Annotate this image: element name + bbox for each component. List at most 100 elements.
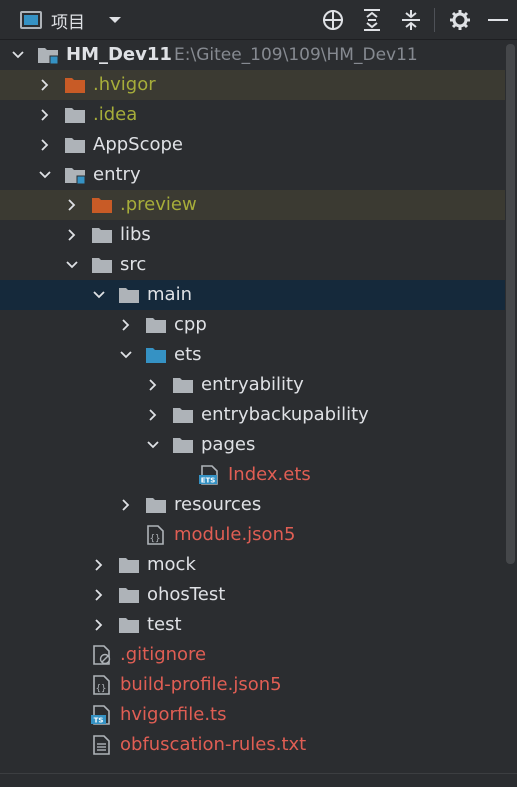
folder-icon xyxy=(145,495,167,515)
chevron-right-icon[interactable] xyxy=(37,107,53,123)
tree-item-label: src xyxy=(120,254,147,275)
toolbar-separator xyxy=(434,0,435,40)
tree-row[interactable]: libs xyxy=(0,220,505,250)
tree-row[interactable]: .hvigor xyxy=(0,70,505,100)
tree-row[interactable]: obfuscation-rules.txt xyxy=(0,730,505,760)
chevron-down-icon[interactable] xyxy=(37,167,53,183)
ignore-file-icon xyxy=(91,645,113,665)
tree-row[interactable]: test xyxy=(0,610,505,640)
tree-item-label: build-profile.json5 xyxy=(120,674,282,695)
tree-row[interactable]: ets xyxy=(0,340,505,370)
settings-icon[interactable] xyxy=(449,0,471,40)
chevron-right-icon[interactable] xyxy=(91,617,107,633)
excluded-folder-icon xyxy=(91,195,113,215)
chevron-right-icon[interactable] xyxy=(37,77,53,93)
vertical-scrollbar[interactable] xyxy=(506,44,515,564)
chevron-right-icon[interactable] xyxy=(145,407,161,423)
chevron-right-icon[interactable] xyxy=(145,377,161,393)
tree-item-label: mock xyxy=(147,554,196,575)
tree-item-label: ohosTest xyxy=(147,584,226,605)
chevron-right-icon[interactable] xyxy=(91,587,107,603)
tree-item-label: .preview xyxy=(120,194,197,215)
tree-row[interactable]: main xyxy=(0,280,505,310)
folder-icon xyxy=(91,225,113,245)
project-view-icon[interactable] xyxy=(20,0,42,40)
tree-item-label: .idea xyxy=(93,104,138,125)
tree-root-path: E:\Gitee_109\109\HM_Dev11 xyxy=(174,45,418,65)
dropdown-arrow-icon[interactable] xyxy=(107,0,123,40)
tree-row[interactable]: entryability xyxy=(0,370,505,400)
chevron-right-icon[interactable] xyxy=(37,137,53,153)
svg-text:ETS: ETS xyxy=(201,477,216,485)
tree-item-label: module.json5 xyxy=(174,524,296,545)
ts-file-icon: TS xyxy=(91,705,113,725)
tree-item-label: ets xyxy=(174,344,202,365)
svg-text:{}: {} xyxy=(150,534,161,544)
folder-icon xyxy=(118,585,140,605)
tree-row[interactable]: .preview xyxy=(0,190,505,220)
tree-root-label: HM_Dev11 xyxy=(66,44,172,65)
svg-text:TS: TS xyxy=(94,717,104,725)
tree-item-label: test xyxy=(147,614,182,635)
tree-item-label: entrybackupability xyxy=(201,404,369,425)
chevron-down-icon[interactable] xyxy=(118,347,134,363)
folder-icon xyxy=(64,135,86,155)
json-file-icon: {} xyxy=(91,675,113,695)
tree-row[interactable]: src xyxy=(0,250,505,280)
tree-row[interactable]: pages xyxy=(0,430,505,460)
excluded-folder-icon xyxy=(64,75,86,95)
chevron-right-icon[interactable] xyxy=(118,317,134,333)
chevron-right-icon[interactable] xyxy=(118,497,134,513)
module-folder-icon xyxy=(37,45,59,65)
tree-row[interactable]: resources xyxy=(0,490,505,520)
hide-icon[interactable] xyxy=(488,0,508,40)
horizontal-scrollbar[interactable] xyxy=(0,773,517,787)
chevron-down-icon[interactable] xyxy=(64,257,80,273)
expand-all-icon[interactable] xyxy=(361,0,383,40)
tree-row[interactable]: ETS Index.ets xyxy=(0,460,505,490)
folder-icon xyxy=(64,105,86,125)
chevron-down-icon[interactable] xyxy=(145,437,161,453)
ets-file-icon: ETS xyxy=(199,465,221,485)
tree-row[interactable]: {} build-profile.json5 xyxy=(0,670,505,700)
chevron-down-icon[interactable] xyxy=(91,287,107,303)
folder-icon xyxy=(118,615,140,635)
tree-item-label: entry xyxy=(93,164,141,185)
chevron-right-icon[interactable] xyxy=(64,227,80,243)
tree-item-label: pages xyxy=(201,434,256,455)
folder-icon xyxy=(172,375,194,395)
tree-item-label: resources xyxy=(174,494,262,515)
tree-row[interactable]: AppScope xyxy=(0,130,505,160)
collapse-all-icon[interactable] xyxy=(400,0,422,40)
tree-row[interactable]: ohosTest xyxy=(0,580,505,610)
chevron-right-icon[interactable] xyxy=(64,197,80,213)
project-view-title[interactable]: 项目 xyxy=(51,12,85,33)
tree-item-label: Index.ets xyxy=(228,464,311,485)
tree-row[interactable]: cpp xyxy=(0,310,505,340)
project-toolbar: 项目 xyxy=(0,0,517,40)
chevron-down-icon[interactable] xyxy=(10,47,26,63)
text-file-icon xyxy=(91,735,113,755)
tree-row[interactable]: .gitignore xyxy=(0,640,505,670)
json-file-icon: {} xyxy=(145,525,167,545)
folder-icon xyxy=(91,255,113,275)
tree-row[interactable]: .idea xyxy=(0,100,505,130)
tree-item-label: AppScope xyxy=(93,134,183,155)
locate-icon[interactable] xyxy=(321,0,345,40)
tree-row[interactable]: entry xyxy=(0,160,505,190)
tree-item-label: .gitignore xyxy=(120,644,207,665)
chevron-right-icon[interactable] xyxy=(91,557,107,573)
folder-icon xyxy=(145,315,167,335)
svg-text:{}: {} xyxy=(96,684,107,694)
tree-item-label: main xyxy=(147,284,192,305)
tree-item-label: cpp xyxy=(174,314,207,335)
tree-row[interactable]: {} module.json5 xyxy=(0,520,505,550)
tree-row[interactable]: entrybackupability xyxy=(0,400,505,430)
tree-row[interactable]: mock xyxy=(0,550,505,580)
tree-item-label: entryability xyxy=(201,374,304,395)
folder-icon xyxy=(118,285,140,305)
tree-item-label: .hvigor xyxy=(93,74,156,95)
